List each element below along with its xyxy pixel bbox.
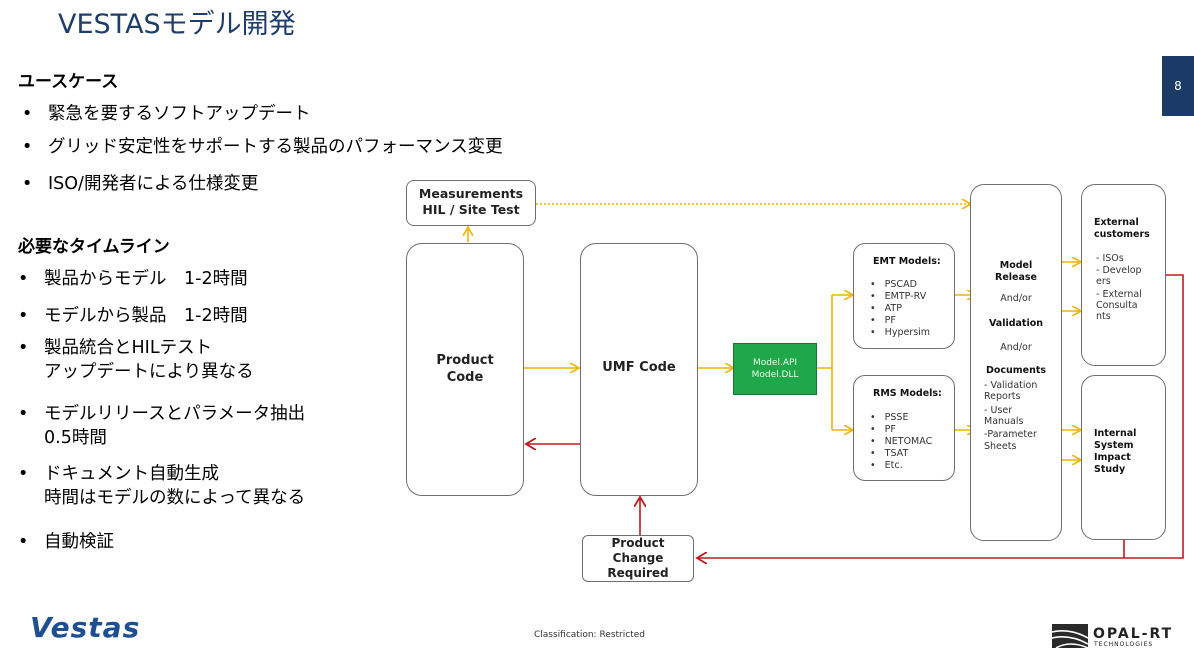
timeline-item: •モデルから製品 1-2時間 [18, 306, 248, 326]
rms-models-box [853, 375, 955, 481]
internal-line: Study [1094, 464, 1126, 475]
andor-label: And/or [1000, 342, 1032, 353]
umf-code-box [580, 243, 698, 496]
usecase-heading: ユースケース [18, 72, 119, 92]
validation-label: Validation [988, 318, 1044, 329]
product-code-box [406, 243, 524, 496]
rms-model-item: • PF [870, 424, 896, 435]
internal-line: Internal [1094, 428, 1137, 439]
timeline-item: •製品統合とHILテストアップデートにより異なる [18, 338, 254, 382]
rms-model-item: • TSAT [870, 448, 909, 459]
emt-model-item: • EMTP-RV [870, 291, 927, 302]
emt-model-item: • Hypersim [870, 327, 931, 338]
document-line: - User [984, 405, 1013, 416]
measurements-box [406, 180, 536, 226]
page-title: VESTASモデル開発 [58, 9, 296, 40]
classification-label: Classification: Restricted [534, 630, 645, 640]
rms-model-item: • Etc. [870, 460, 903, 471]
umf-code-label: UMF Code [602, 360, 676, 375]
vestas-logo: Vestas [30, 611, 141, 644]
release-validation-box [970, 184, 1062, 541]
timeline-item: •製品からモデル 1-2時間 [18, 269, 248, 289]
document-line: Manuals [984, 416, 1024, 427]
internal-line: Impact [1094, 452, 1131, 463]
external-line: - ISOs [1096, 253, 1124, 264]
emt-model-item: • PF [870, 315, 896, 326]
emt-model-item: • ATP [870, 303, 902, 314]
product-change-box [582, 535, 694, 582]
document-line: -Parameter [984, 429, 1037, 440]
internal-study-box [1081, 375, 1166, 540]
timeline-heading: 必要なタイムライン [18, 237, 170, 257]
usecase-item: •緊急を要するソフトアップデート [22, 104, 311, 124]
external-title: External [1094, 217, 1139, 228]
rms-model-item: • NETOMAC [870, 436, 933, 447]
andor-label: And/or [1000, 293, 1032, 304]
opal-rt-logo-icon [1052, 624, 1088, 648]
document-line: - Validation [984, 380, 1038, 391]
page-number: 8 [1162, 56, 1194, 116]
model-label: Model [999, 260, 1033, 271]
rms-models-title: RMS Models: [873, 388, 942, 399]
external-line: - Develop [1096, 265, 1142, 276]
documents-label: Documents [985, 365, 1047, 376]
external-line: ers [1096, 276, 1111, 287]
release-label: Release [995, 272, 1037, 283]
timeline-item: •自動検証 [18, 532, 114, 552]
timeline-item: •ドキュメント自動生成時間はモデルの数によって異なる [18, 464, 306, 508]
rms-model-item: • PSSE [870, 412, 909, 423]
external-customers-box [1081, 184, 1166, 366]
external-title: customers [1094, 229, 1150, 240]
external-line: nts [1096, 311, 1111, 322]
emt-models-title: EMT Models: [873, 256, 941, 267]
usecase-item: •ISO/開発者による仕様変更 [22, 174, 259, 194]
opal-rt-sub: TECHNOLOGIES [1094, 641, 1154, 648]
external-line: Consulta [1096, 300, 1138, 311]
internal-line: System [1094, 440, 1134, 451]
emt-models-box [853, 243, 955, 349]
external-line: - External [1096, 289, 1142, 300]
opal-rt-name: OPAL-RT [1093, 626, 1174, 642]
emt-model-item: • PSCAD [870, 279, 917, 290]
document-line: Reports [984, 391, 1021, 402]
document-line: Sheets [984, 441, 1017, 452]
usecase-item: •グリッド安定性をサポートする製品のパフォーマンス変更 [22, 137, 503, 157]
